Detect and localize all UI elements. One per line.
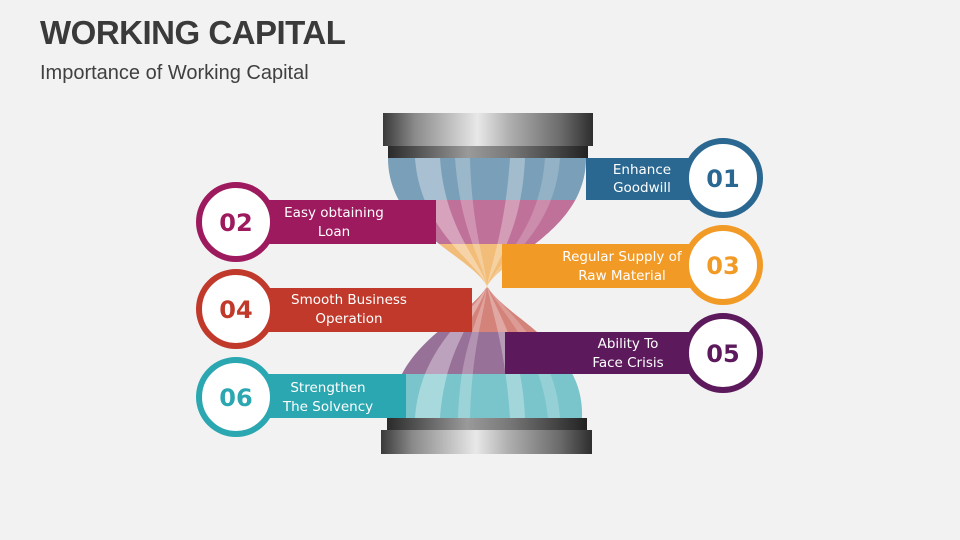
item-05-number: 05 [706, 340, 739, 368]
item-03-line1: Regular Supply of [562, 249, 683, 265]
item-04-line2: Operation [315, 311, 382, 327]
item-03-number: 03 [706, 252, 739, 280]
item-01-number: 01 [706, 165, 739, 193]
item-01-line1: Enhance [613, 162, 671, 178]
item-02-number: 02 [219, 209, 252, 237]
item-06-line2: The Solvency [282, 399, 373, 415]
item-06-line1: Strengthen [290, 380, 365, 396]
item-01: Enhance Goodwill 01 [586, 141, 760, 215]
item-05-line2: Face Crisis [592, 355, 663, 371]
hourglass-bottom-cap [381, 418, 592, 454]
item-03-line2: Raw Material [578, 268, 666, 284]
item-01-line2: Goodwill [613, 180, 671, 196]
item-04: Smooth Business Operation 04 [199, 272, 472, 346]
item-02-line1: Easy obtaining [284, 205, 384, 221]
item-04-line1: Smooth Business [291, 292, 407, 308]
item-02-line2: Loan [318, 224, 350, 240]
item-05-line1: Ability To [598, 336, 659, 352]
item-06: Strengthen The Solvency 06 [199, 360, 406, 434]
item-06-number: 06 [219, 384, 252, 412]
item-04-number: 04 [219, 296, 252, 324]
hourglass-top-cap [383, 113, 593, 158]
